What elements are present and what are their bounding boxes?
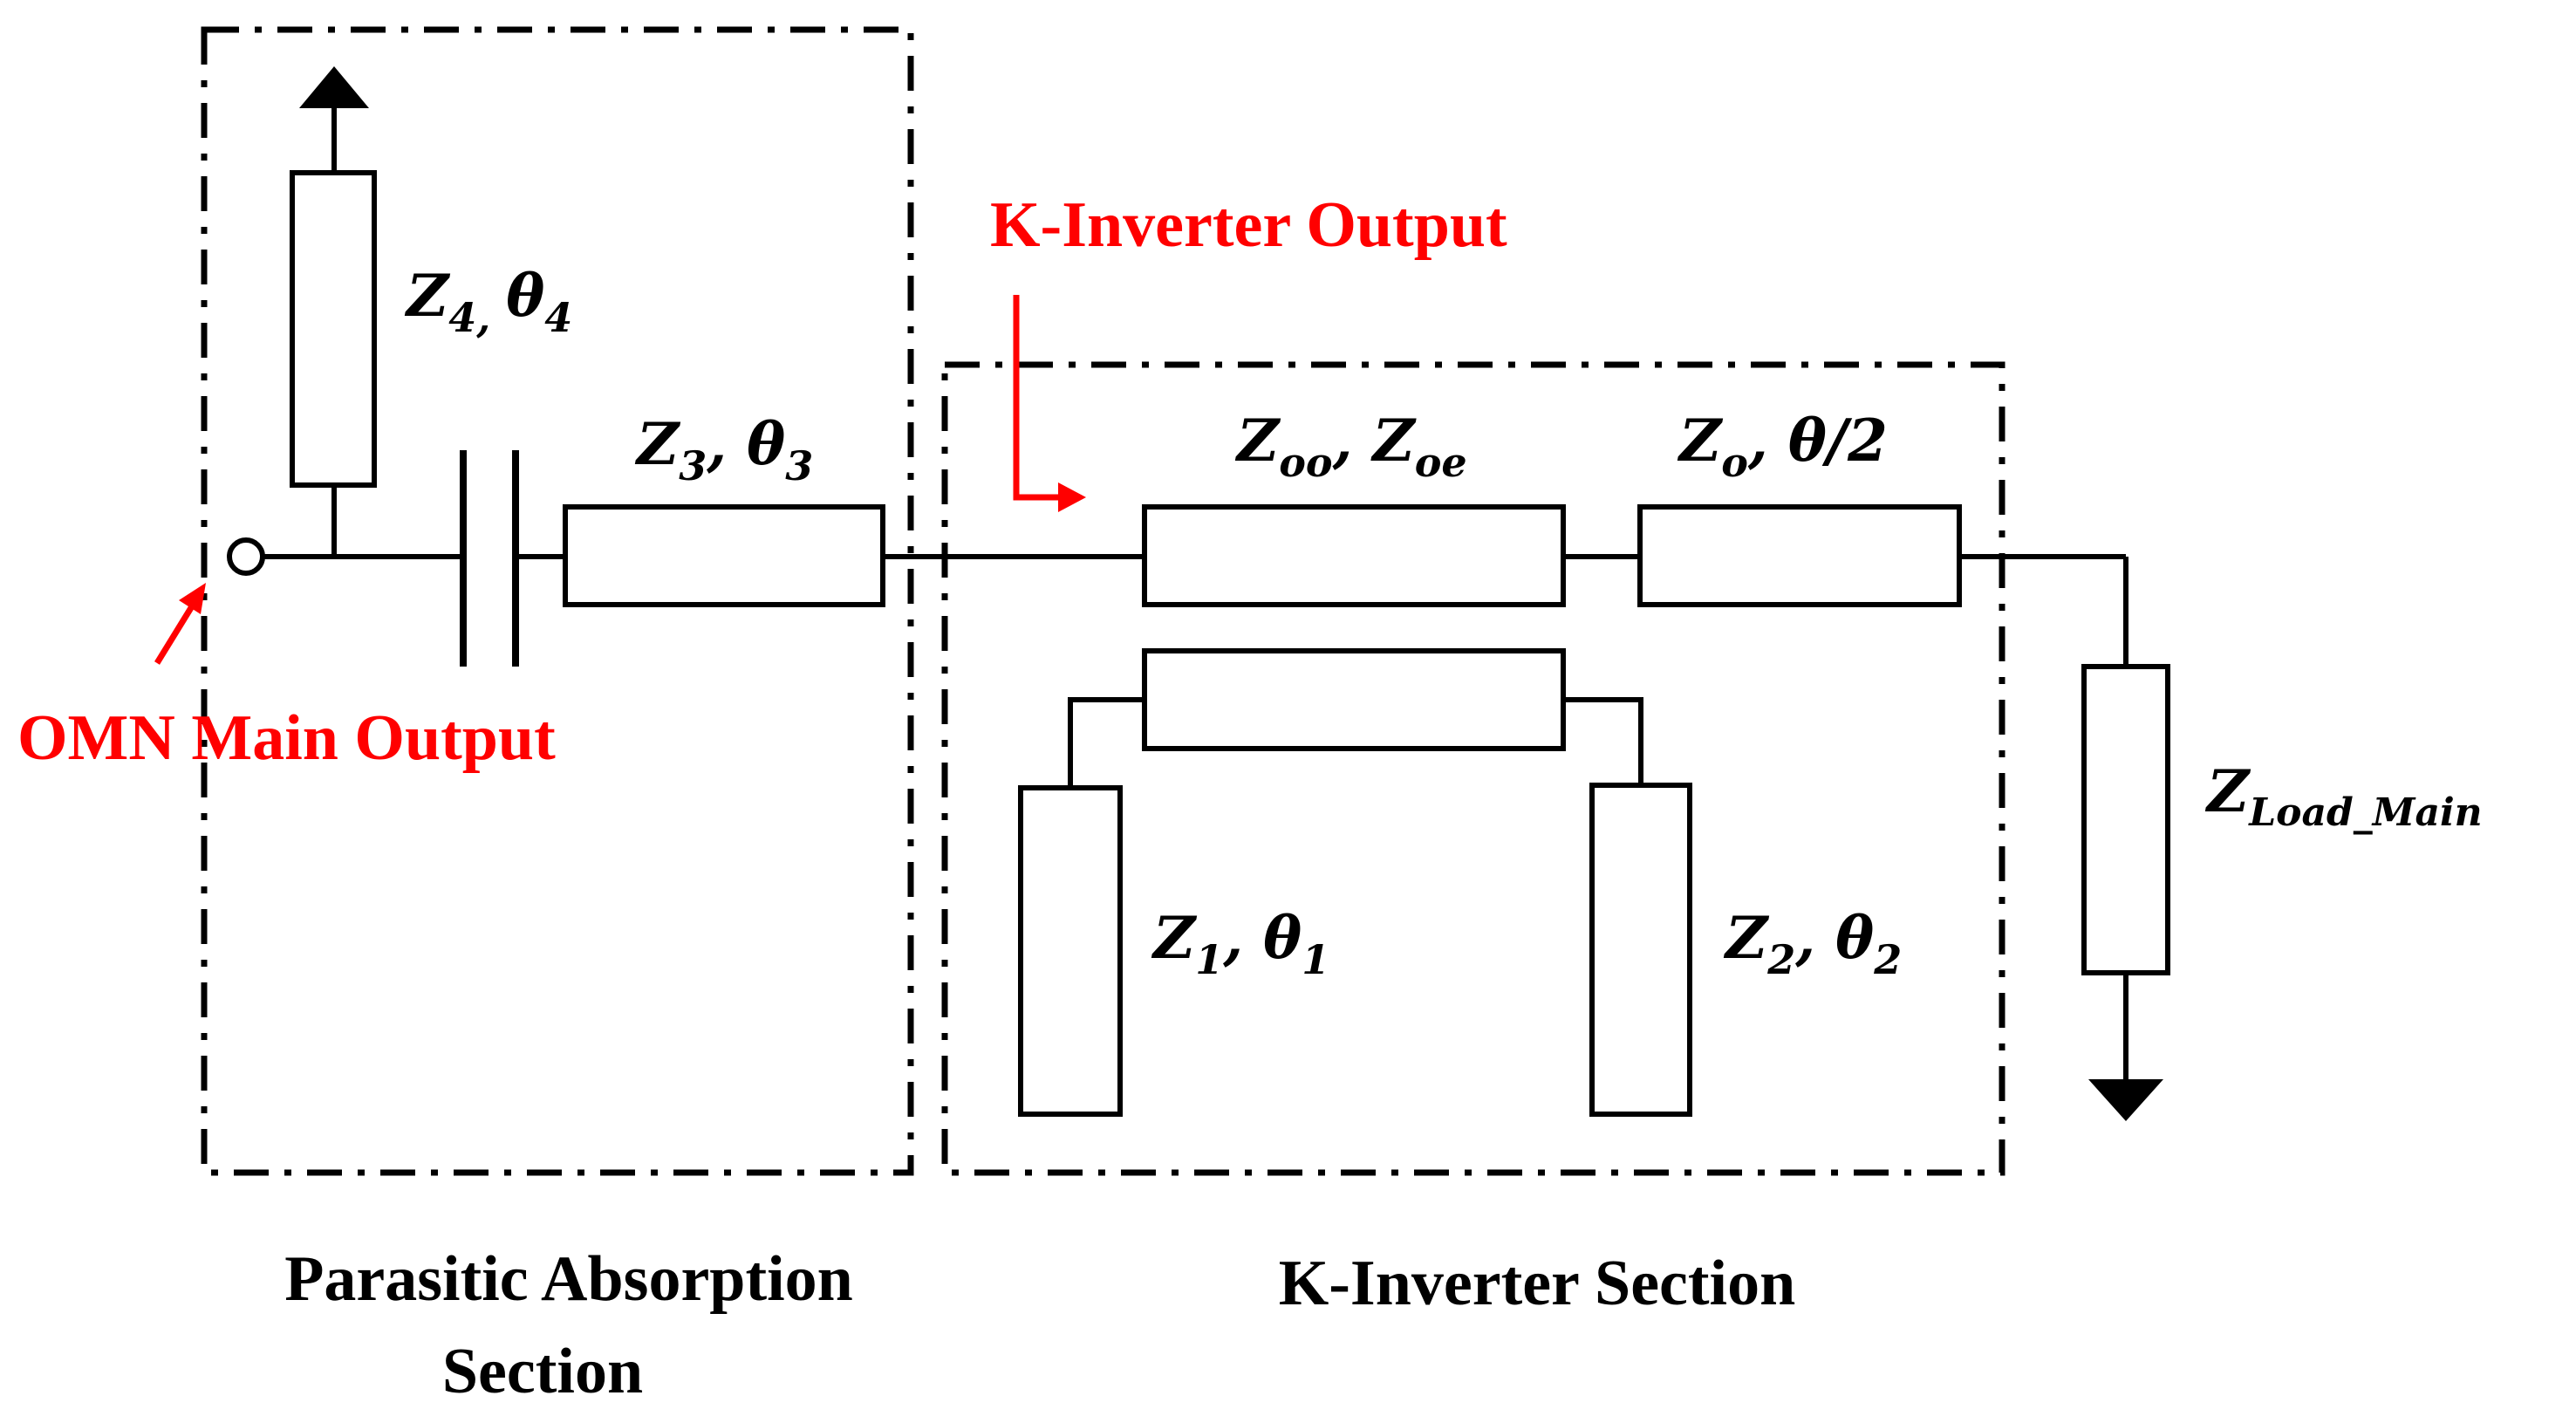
z2-stub	[1589, 783, 1692, 1117]
z3-line	[563, 504, 885, 607]
parasitic-section-title-line2: Section	[442, 1336, 643, 1407]
zo-label: Zo, θ/2	[1677, 407, 1888, 486]
omn-main-output-arrow	[154, 583, 206, 665]
z4-label: Z4,θ4	[404, 262, 572, 341]
coupled-line-label: Zoo, Zoe	[1234, 407, 1467, 486]
load-resistor	[2081, 664, 2170, 975]
z2-label: Z2, θ2	[1723, 904, 1902, 983]
k-inverter-section-boundary	[941, 361, 2005, 1176]
z1-connection-wire	[1068, 697, 1145, 788]
load-ground-symbol	[2088, 1079, 2163, 1121]
kinverter-output-annotation: K-Inverter Output	[990, 189, 1507, 261]
z1-label: Z1, θ1	[1151, 904, 1329, 983]
z1-stub	[1018, 785, 1123, 1117]
parasitic-section-title-line1: Parasitic Absorption	[284, 1243, 853, 1315]
parasitic-absorption-section-boundary	[201, 26, 914, 1176]
z4-ground-symbol	[299, 66, 369, 108]
kinverter-output-arrow	[1013, 295, 1086, 512]
zo-line	[1637, 504, 1962, 607]
zload-label: ZLoad_Main	[2204, 757, 2483, 835]
coupled-line-bottom	[1142, 648, 1566, 751]
z4-stub	[290, 170, 377, 488]
omn-main-output-annotation: OMN Main Output	[17, 702, 556, 774]
omn-main-output-port	[227, 537, 265, 576]
z3-label: Z3, θ3	[634, 410, 813, 489]
coupled-line-top	[1142, 504, 1566, 607]
z2-connection-wire	[1563, 697, 1643, 785]
kinverter-section-title: K-Inverter Section	[1279, 1248, 1796, 1319]
